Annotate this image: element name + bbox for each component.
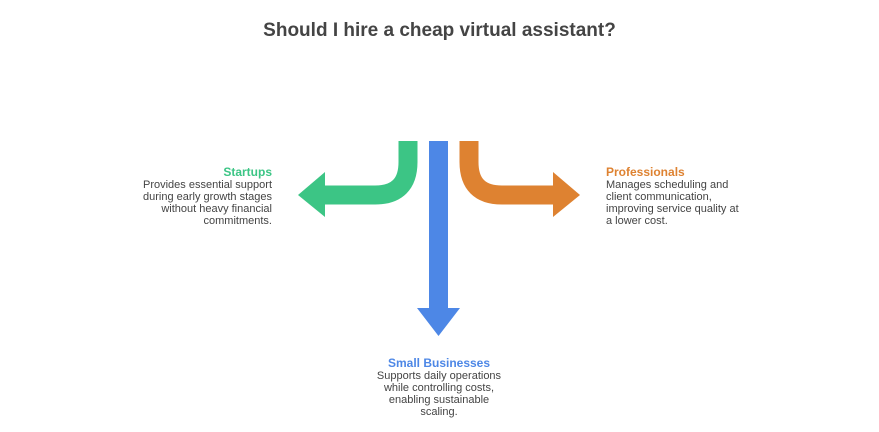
- small-businesses-text: scaling.: [420, 406, 458, 418]
- startups-text: during early growth stages: [142, 191, 272, 203]
- startups-text: commitments.: [203, 215, 272, 227]
- small-businesses-text: while controlling costs,: [383, 382, 495, 394]
- small-businesses-block: Small Businesses Supports daily operatio…: [339, 356, 539, 418]
- professionals-arrow: [459, 141, 580, 217]
- small-businesses-arrow: [417, 141, 460, 336]
- small-businesses-text: enabling sustainable: [388, 394, 490, 406]
- startups-arrow: [298, 141, 418, 217]
- professionals-text: a lower cost.: [606, 215, 668, 227]
- professionals-block: Professionals Manages scheduling and cli…: [606, 165, 739, 227]
- professionals-text: improving service quality at: [606, 203, 739, 215]
- diagram-title: Should I hire a cheap virtual assistant?: [263, 20, 616, 41]
- professionals-heading: Professionals: [606, 165, 685, 179]
- professionals-text: Manages scheduling and: [606, 179, 729, 191]
- startups-text: Provides essential support: [142, 179, 272, 191]
- small-businesses-text: Supports daily operations: [376, 370, 502, 382]
- professionals-text: client communication,: [606, 191, 712, 203]
- startups-text: without heavy financial: [161, 203, 272, 215]
- startups-block: Startups Provides essential support duri…: [143, 165, 272, 227]
- small-businesses-heading: Small Businesses: [387, 356, 491, 370]
- startups-heading: Startups: [223, 165, 272, 179]
